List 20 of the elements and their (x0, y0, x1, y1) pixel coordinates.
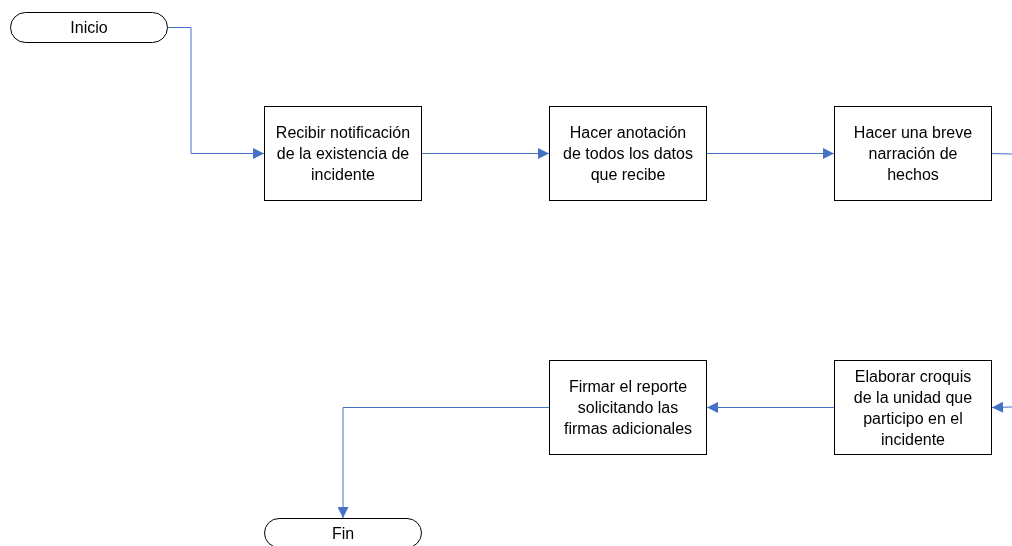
step-text: Firmar el reporte solicitando las firmas adicionales (562, 377, 694, 439)
step-text: Recibir notificación de la existencia de incidente (275, 123, 411, 185)
process-box (549, 360, 707, 455)
arrow (991, 401, 1012, 413)
step-text: Fin (331, 523, 355, 544)
process-box (264, 106, 422, 201)
process-box (549, 106, 707, 201)
step-text: Elaborar croquis de la unidad que participo en el incidente (852, 366, 974, 450)
arrow (706, 148, 835, 159)
arrow (421, 148, 550, 159)
arrow (337, 407, 550, 519)
step-text: Hacer anotación de todos los datos que recibe (562, 123, 694, 185)
step-text: Hacer una breve narración de hechos (852, 123, 974, 185)
arrow (167, 27, 265, 159)
process-box (834, 360, 992, 455)
arrow (706, 402, 835, 413)
terminator-shape (264, 518, 422, 546)
terminator-shape (10, 12, 168, 43)
step-text: Inicio (70, 18, 108, 38)
process-box (834, 106, 992, 201)
